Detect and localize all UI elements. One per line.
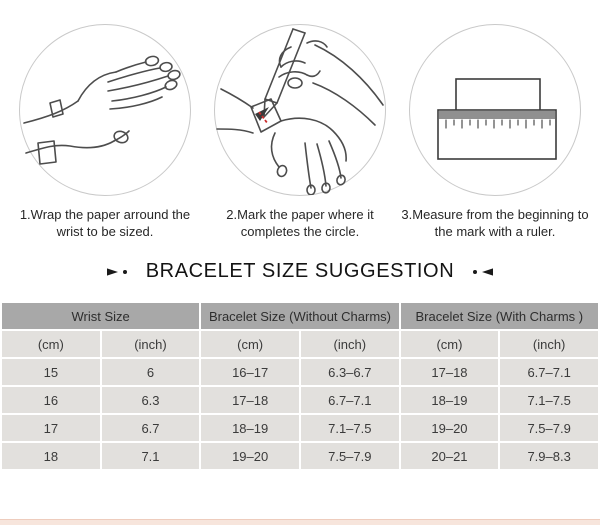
- table-cell: 7.1–7.5: [500, 387, 598, 414]
- table-row: 15 6 16–17 6.3–6.7 17–18 6.7–7.1: [2, 359, 598, 386]
- table-cell: 6.3–6.7: [300, 359, 399, 386]
- right-arrow-decoration-icon: [473, 268, 565, 276]
- measurement-steps: 1.Wrap the paper arround the wrist to be…: [0, 0, 600, 240]
- table-cell: 16: [2, 387, 100, 414]
- table-cell: 7.9–8.3: [500, 443, 598, 470]
- step-2-circle: [214, 24, 386, 196]
- step-3-caption-line1: 3.Measure from the beginning to: [401, 207, 589, 222]
- step-1-caption-line2: wrist to be sized.: [56, 223, 154, 239]
- table-cell: 7.5–7.9: [500, 415, 598, 442]
- table-cell: 7.1–7.5: [300, 415, 399, 442]
- unit-header: (inch): [300, 331, 399, 358]
- unit-header: (cm): [400, 331, 499, 358]
- step-2-caption-line2: completes the circle.: [240, 223, 360, 239]
- table-cell: 17–18: [201, 387, 299, 414]
- table-row: 16 6.3 17–18 6.7–7.1 18–19 7.1–7.5: [2, 387, 598, 414]
- table-row: 18 7.1 19–20 7.5–7.9 20–21 7.9–8.3: [2, 443, 598, 470]
- table-cell: 17: [2, 415, 100, 442]
- hand-marking-paper-with-pen-icon: [216, 28, 384, 195]
- table-cell: 17–18: [400, 359, 499, 386]
- table-row: 17 6.7 18–19 7.1–7.5 19–20 7.5–7.9: [2, 415, 598, 442]
- table-cell: 6.3: [101, 387, 200, 414]
- table-cell: 6: [101, 359, 200, 386]
- table-cell: 18–19: [400, 387, 499, 414]
- group-header-without-charms: Bracelet Size (Without Charms): [201, 303, 399, 330]
- table-cell: 18–19: [201, 415, 299, 442]
- step-1-caption-line1: 1.Wrap the paper arround the: [19, 207, 191, 222]
- unit-header: (inch): [500, 331, 598, 358]
- ruler-measuring-paper-icon: [437, 78, 557, 160]
- table-cell: 16–17: [201, 359, 299, 386]
- step-3-circle: [409, 24, 581, 196]
- left-arrow-decoration-icon: [35, 268, 127, 276]
- step-3-caption: 3.Measure from the beginning to the mark…: [401, 207, 588, 240]
- table-cell: 7.1: [101, 443, 200, 470]
- unit-header: (cm): [2, 331, 100, 358]
- unit-header: (cm): [201, 331, 299, 358]
- step-measure-ruler: 3.Measure from the beginning to the mark…: [398, 24, 592, 240]
- section-title: BRACELET SIZE SUGGESTION: [145, 260, 455, 283]
- step-2-caption-line1: 2.Mark the paper where it: [226, 207, 374, 222]
- step-mark-paper: 2.Mark the paper where it completes the …: [203, 24, 397, 240]
- table-cell: 6.7–7.1: [300, 387, 399, 414]
- table-cell: 18: [2, 443, 100, 470]
- section-title-row: BRACELET SIZE SUGGESTION: [0, 260, 600, 283]
- size-table: Wrist Size Bracelet Size (Without Charms…: [0, 301, 600, 472]
- unit-header: (inch): [101, 331, 200, 358]
- table-cell: 19–20: [201, 443, 299, 470]
- group-header-with-charms: Bracelet Size (With Charms ): [400, 303, 598, 330]
- table-unit-header-row: (cm) (inch) (cm) (inch) (cm) (inch): [2, 331, 598, 358]
- table-cell: 15: [2, 359, 100, 386]
- group-header-wrist-size: Wrist Size: [2, 303, 200, 330]
- table-cell: 6.7: [101, 415, 200, 442]
- step-2-caption: 2.Mark the paper where it completes the …: [226, 207, 373, 240]
- table-cell: 20–21: [400, 443, 499, 470]
- step-3-caption-line2: the mark with a ruler.: [434, 223, 556, 239]
- step-wrap-paper: 1.Wrap the paper arround the wrist to be…: [8, 24, 202, 240]
- hand-with-paper-strip-icon: [23, 55, 181, 165]
- table-cell: 7.5–7.9: [300, 443, 399, 470]
- step-1-circle: [19, 24, 191, 196]
- table-cell: 19–20: [400, 415, 499, 442]
- table-group-header-row: Wrist Size Bracelet Size (Without Charms…: [2, 303, 598, 330]
- step-1-caption: 1.Wrap the paper arround the wrist to be…: [20, 207, 190, 240]
- bottom-decoration-strip: [0, 519, 600, 525]
- table-cell: 6.7–7.1: [500, 359, 598, 386]
